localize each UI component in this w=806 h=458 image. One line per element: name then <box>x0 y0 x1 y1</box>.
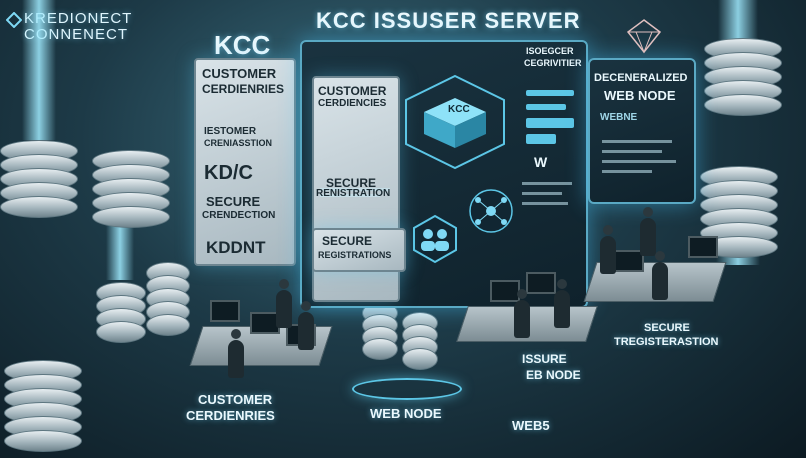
left-panel-item1: IESTOMER <box>204 126 257 137</box>
main-bottom-w: W <box>534 154 548 170</box>
main-customer-label: CUSTOMER <box>318 84 387 98</box>
left-panel-item1b: CRENIASSTION <box>204 138 273 148</box>
left-panel-secure: SECURE <box>206 194 261 209</box>
person-figure <box>554 279 570 328</box>
coin-stack-left-mid <box>92 150 172 230</box>
person-figure <box>276 279 292 328</box>
floor-cerdienries: CERDIENRIES <box>186 408 275 423</box>
main-secure-reg2: SECURE <box>322 234 373 248</box>
coin-stack-right-low <box>700 166 780 266</box>
right-panel-line1: DECENERALIZED <box>594 72 688 84</box>
coin-stack-left-low <box>96 282 156 352</box>
light-beam-right <box>718 0 758 40</box>
main-cerdiencies-label: CERDIENCIES <box>318 98 387 109</box>
left-panel-cerdienries: CERDIENRIES <box>202 82 285 96</box>
person-figure <box>298 301 314 350</box>
right-node-panel: DECENERALIZED WEB NODE WEBNE <box>588 19 696 204</box>
monitor <box>526 272 556 294</box>
floor-tregistration: TREGISTERASTION <box>614 336 719 348</box>
left-panel-secure-sub: CRENDECTION <box>202 210 276 221</box>
main-secure-reg-box: SECURE REGISTRATIONS <box>312 228 406 272</box>
person-figure <box>228 329 244 378</box>
left-panel-kddnt: KDDNT <box>206 238 266 257</box>
coin-stack-left-low2 <box>146 262 196 342</box>
monitor <box>688 236 718 258</box>
main-secure-reg2b: REGISTRATIONS <box>318 250 392 260</box>
coin-stack-right-top <box>704 38 784 118</box>
main-secure-reg1: SECURE <box>326 176 377 190</box>
main-secure-reg1b: RENISTRATION <box>316 188 391 199</box>
monitor <box>210 300 240 322</box>
person-figure <box>600 225 616 274</box>
left-panel-customer: CUSTOMER <box>202 66 277 81</box>
monitor <box>490 280 520 302</box>
main-right-head2: CEGRIVITIER <box>524 58 582 68</box>
main-dashboard-screen: CUSTOMER CERDIENCIES KCC SECURE RENISTRA… <box>300 40 588 308</box>
users-icon <box>413 214 457 264</box>
floor-eb-node: EB NODE <box>526 368 581 382</box>
gem-icon <box>626 19 662 54</box>
server-title: KCC ISSUSER SERVER <box>316 8 581 33</box>
kcc-title: KCC <box>214 30 271 60</box>
left-info-panel: CUSTOMER CERDIENRIES IESTOMER CRENIASSTI… <box>194 58 296 266</box>
floor-secure: SECURE <box>644 322 690 334</box>
floor-issure: ISSURE <box>522 352 567 366</box>
network-icon <box>469 189 513 233</box>
person-figure <box>514 289 530 338</box>
coin-stack-bottom-left <box>4 360 84 458</box>
light-beam-left <box>22 0 56 140</box>
main-right-head1: ISOEGCER <box>526 46 574 56</box>
coin-stack-left-top <box>0 140 80 220</box>
floor-web5: WEB5 <box>512 418 550 433</box>
right-panel-sub: WEBNE <box>600 112 638 123</box>
left-panel-kdc: KD/C <box>204 162 253 184</box>
cube-label: KCC <box>448 104 470 115</box>
kcc-logo-icon <box>6 12 22 28</box>
person-figure <box>652 251 668 300</box>
floor-web-node: WEB NODE <box>370 406 442 421</box>
center-platform <box>352 378 462 400</box>
cube-icon <box>405 74 505 170</box>
right-panel-line2: WEB NODE <box>604 88 676 103</box>
floor-customer: CUSTOMER <box>198 392 273 407</box>
person-figure <box>640 207 656 256</box>
